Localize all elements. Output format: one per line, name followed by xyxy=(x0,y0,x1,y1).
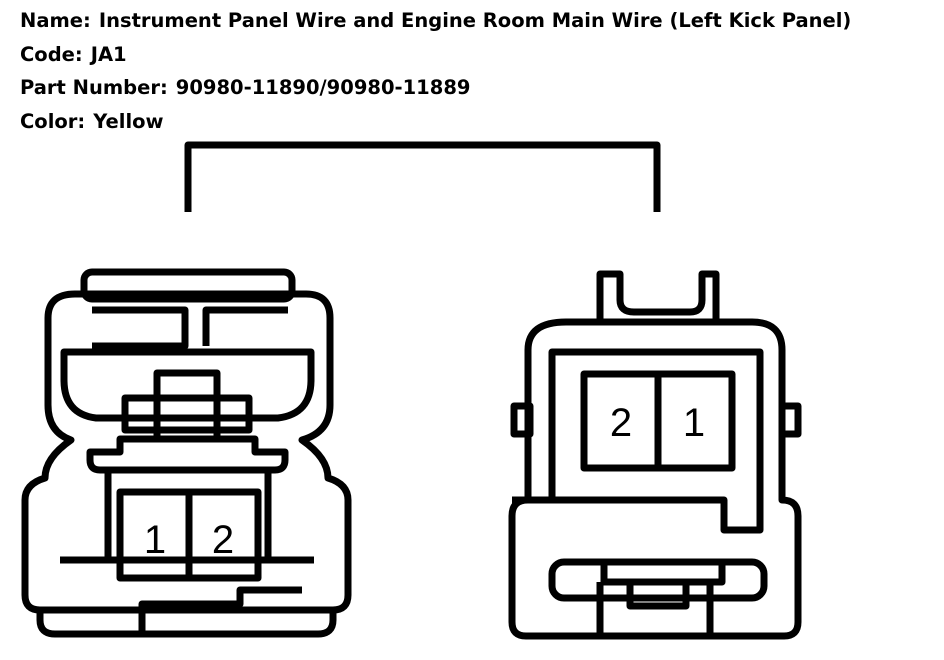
male-connector xyxy=(508,270,802,640)
female-lock-tab-base xyxy=(121,394,253,434)
female-outer-base xyxy=(36,606,337,638)
female-connector xyxy=(21,268,352,638)
male-pin-1: 1 xyxy=(683,401,705,445)
female-lock-cover xyxy=(60,348,315,422)
mating-bracket xyxy=(184,141,661,212)
male-left-side-latch xyxy=(510,402,534,438)
connector-info: Name: Instrument Panel Wire and Engine Ro… xyxy=(20,4,851,138)
male-lower-tab xyxy=(596,562,726,636)
female-lock-slot-right xyxy=(202,306,288,346)
code-label: Code: xyxy=(20,42,83,66)
part-number-label: Part Number: xyxy=(20,76,168,99)
female-lock-slot-left xyxy=(92,306,189,350)
male-lower-slot xyxy=(548,558,768,602)
name-value: Instrument Panel Wire and Engine Room Ma… xyxy=(98,9,852,32)
color-row: Color: Yellow xyxy=(20,105,851,139)
name-row: Name: Instrument Panel Wire and Engine Ro… xyxy=(20,4,851,38)
name-label: Name: xyxy=(20,9,91,32)
female-bottom-notch xyxy=(138,586,302,634)
male-pin-2: 2 xyxy=(610,401,632,445)
part-number-row: Part Number: 90980-11890/90980-11889 xyxy=(20,71,851,105)
female-side-step xyxy=(86,435,289,474)
code-value: JA1 xyxy=(90,42,127,66)
female-top-rib xyxy=(80,268,296,303)
color-value: Yellow xyxy=(93,109,164,133)
male-top-latch xyxy=(596,270,720,322)
color-label: Color: xyxy=(20,109,86,133)
code-row: Code: JA1 xyxy=(20,38,851,72)
female-pin-1: 1 xyxy=(144,518,166,562)
female-pin-2: 2 xyxy=(212,518,234,562)
part-number-value: 90980-11890/90980-11889 xyxy=(175,76,471,99)
male-right-side-latch xyxy=(778,402,802,438)
